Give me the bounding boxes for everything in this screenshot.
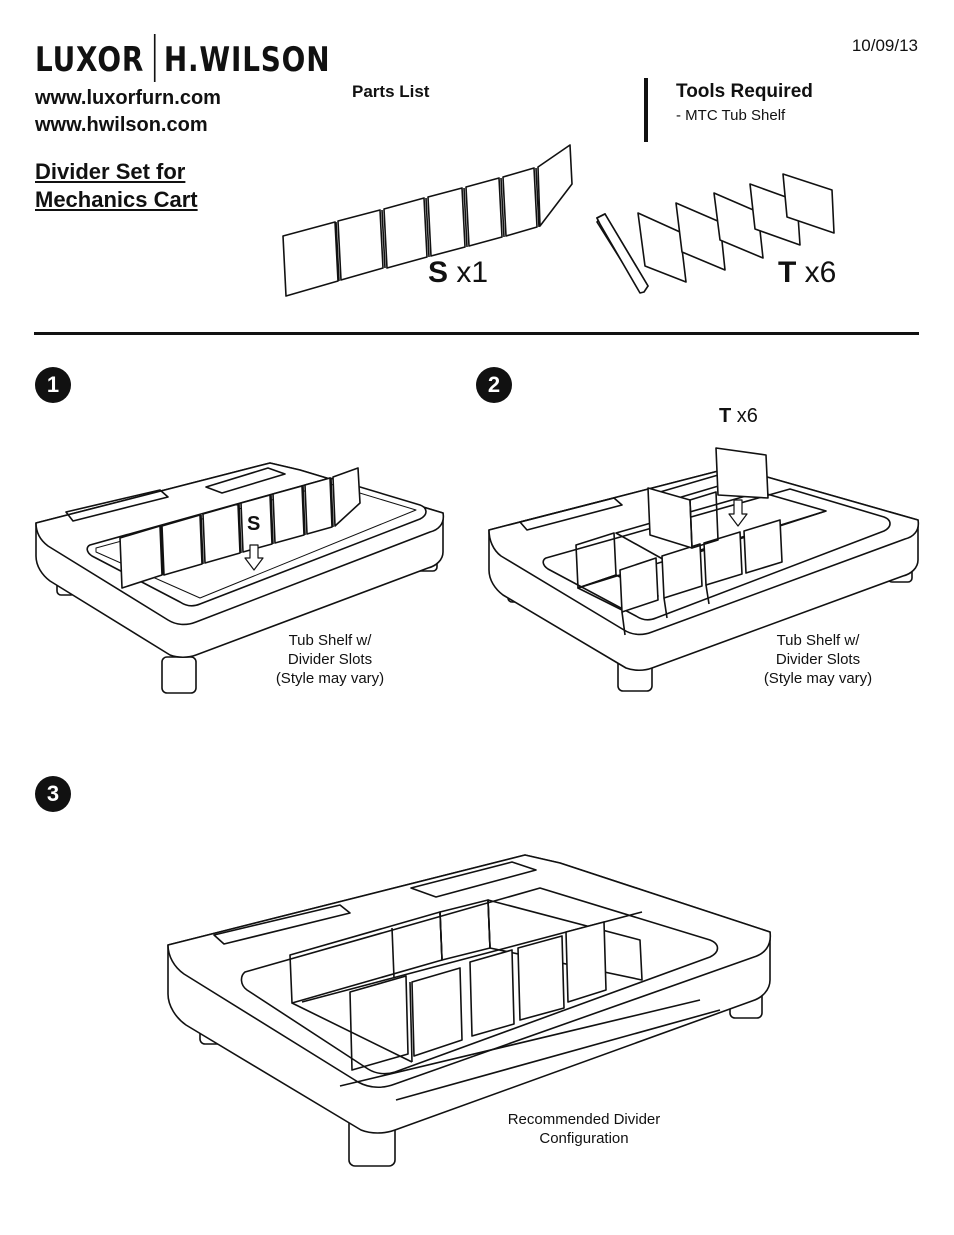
part-t-illustration xyxy=(596,173,835,294)
step-2-part-letter: T xyxy=(719,405,732,427)
part-s-illustration xyxy=(282,144,573,297)
part-t-qty: x6 xyxy=(804,256,837,289)
step1-tray-illustration xyxy=(35,462,445,694)
step-1-part-label: S xyxy=(247,513,261,535)
part-t-label: T x6 xyxy=(778,256,836,290)
tools-divider xyxy=(644,78,648,142)
step2-tray-illustration xyxy=(488,447,920,692)
step-2-caption-line: Tub Shelf w/ xyxy=(776,632,860,649)
step-2-badge: 2 xyxy=(476,367,512,403)
step-3-caption-line: Recommended Divider xyxy=(507,1111,661,1128)
title-line-1: Divider Set for xyxy=(35,159,186,184)
document-title: Divider Set for Mechanics Cart xyxy=(35,158,198,214)
url-hwilson[interactable]: www.hwilson.com xyxy=(35,114,208,136)
document-date: 10/09/13 xyxy=(851,36,918,55)
parts-list-title: Parts List xyxy=(352,82,430,101)
step-3-caption: Recommended Divider Configuration xyxy=(494,1110,674,1148)
part-s-qty: x1 xyxy=(456,256,489,289)
logo-separator xyxy=(154,34,156,82)
brand-luxor: LUXOR xyxy=(35,40,145,80)
tools-required-title: Tools Required xyxy=(676,81,813,102)
step-3-badge: 3 xyxy=(35,776,71,812)
step-2-part-qty: x6 xyxy=(736,405,758,427)
step-2-caption: Tub Shelf w/ Divider Slots (Style may va… xyxy=(748,631,888,688)
step-2-caption-line: (Style may vary) xyxy=(763,670,873,687)
step-1-badge: 1 xyxy=(35,367,71,403)
step-2-part-label: T x6 xyxy=(719,405,758,428)
url-luxor[interactable]: www.luxorfurn.com xyxy=(35,87,221,109)
step-1-caption-line: (Style may vary) xyxy=(275,670,385,687)
step-1-caption-line: Tub Shelf w/ xyxy=(288,632,372,649)
part-t-letter: T xyxy=(778,256,797,289)
step3-tray-illustration xyxy=(167,854,772,1167)
step-3-caption-line: Configuration xyxy=(539,1130,629,1147)
section-rule xyxy=(34,332,919,335)
part-s-letter: S xyxy=(428,256,449,289)
brand-hwilson: H.WILSON xyxy=(163,40,331,80)
part-s-label: S x1 xyxy=(428,256,488,290)
tools-item: - MTC Tub Shelf xyxy=(676,107,786,124)
step-1-caption-line: Divider Slots xyxy=(287,651,373,668)
brand-logo: LUXOR H.WILSON xyxy=(35,34,330,86)
title-line-2: Mechanics Cart xyxy=(35,187,198,212)
step-1-caption: Tub Shelf w/ Divider Slots (Style may va… xyxy=(260,631,400,688)
step-2-caption-line: Divider Slots xyxy=(775,651,861,668)
